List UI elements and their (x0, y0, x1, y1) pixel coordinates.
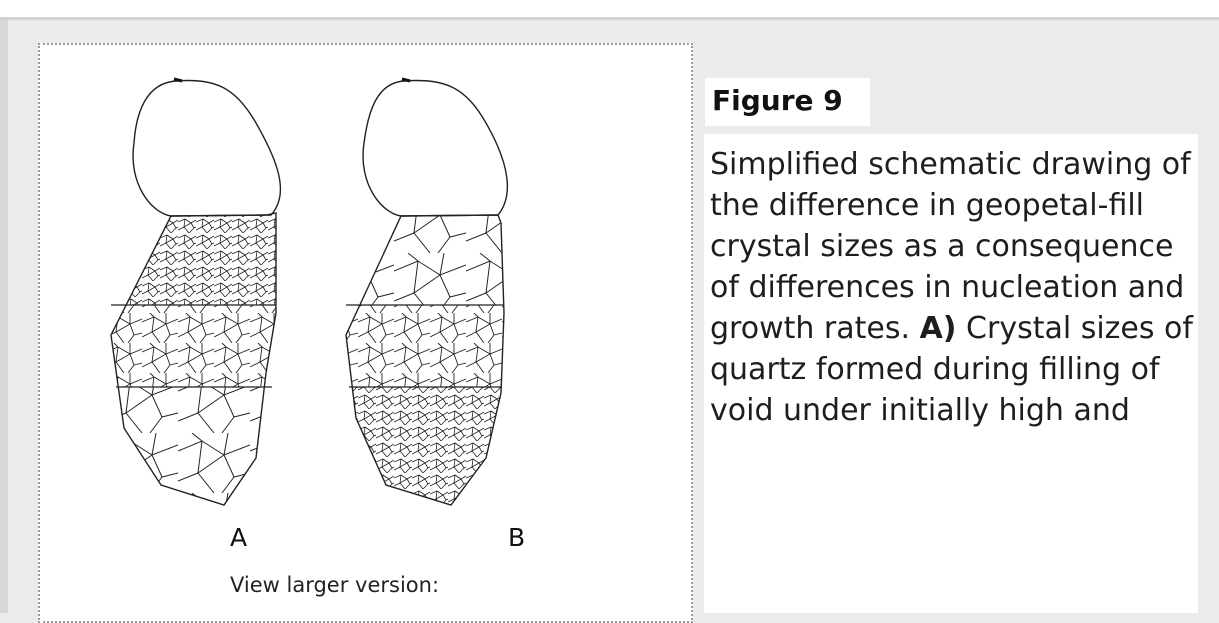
drawing-a (106, 79, 306, 513)
caption-bold-a: A) (920, 311, 957, 346)
top-border (0, 0, 1219, 20)
figure-image[interactable] (106, 73, 526, 513)
left-rail (0, 20, 8, 613)
caption-text: Simplified schematic drawing of the diff… (710, 144, 1194, 431)
figure-panel: A B View larger version: (38, 43, 693, 623)
caption-box: Simplified schematic drawing of the diff… (704, 134, 1198, 613)
panel-a-label: A (230, 523, 247, 552)
panel-b-label: B (508, 523, 525, 552)
drawing-b (336, 79, 526, 513)
figure-title: Figure 9 (712, 84, 843, 117)
figure-title-box: Figure 9 (705, 78, 870, 126)
view-larger-link[interactable]: View larger version: (230, 573, 439, 597)
